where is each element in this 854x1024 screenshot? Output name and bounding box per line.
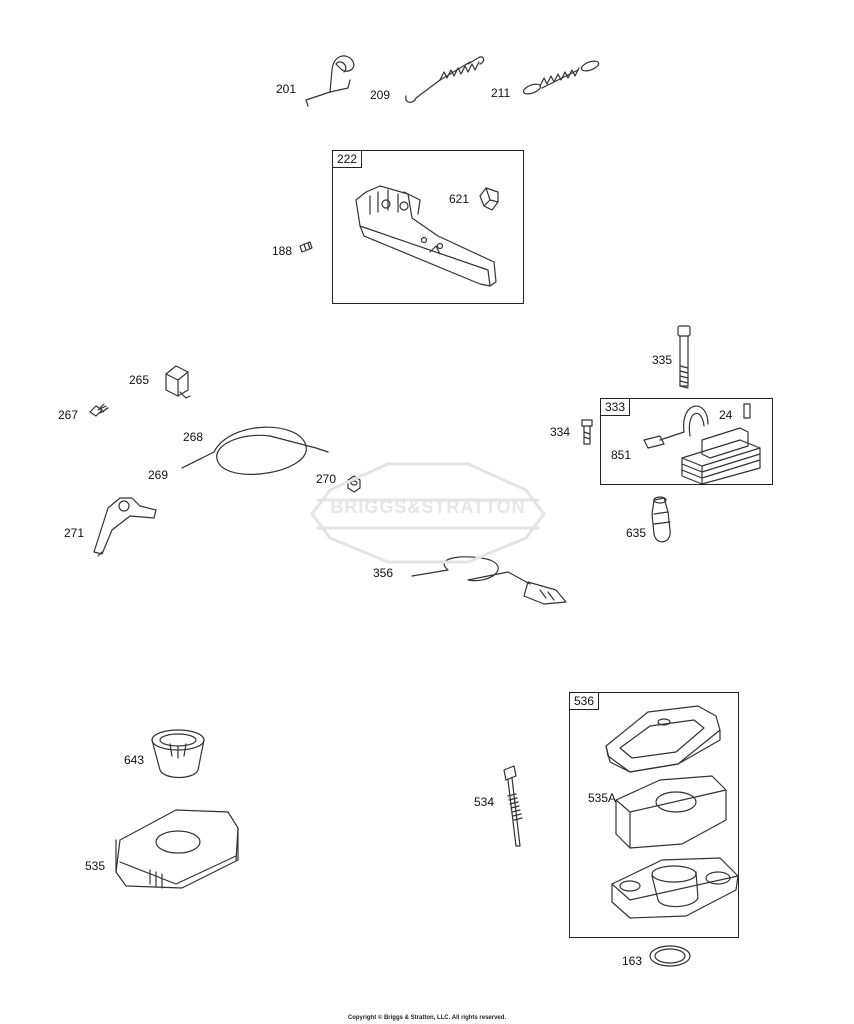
part-267-screw-icon <box>89 403 109 417</box>
box-536-label: 536 <box>570 693 600 710</box>
box-333-label: 333 <box>601 399 631 416</box>
part-label-271: 271 <box>64 526 85 540</box>
part-536-base-icon <box>611 857 739 919</box>
part-333-ignition-coil-icon <box>643 403 761 485</box>
part-label-535a: 535A <box>588 791 617 805</box>
part-621-clip-icon <box>479 187 499 211</box>
part-label-188: 188 <box>272 244 293 258</box>
part-label-270: 270 <box>316 472 337 486</box>
part-643-collar-icon <box>151 729 205 779</box>
part-201-link-icon <box>305 55 355 107</box>
watermark-text: BRIGGS&STRATTON <box>330 497 526 517</box>
part-label-201: 201 <box>276 82 297 96</box>
part-label-356: 356 <box>373 566 394 580</box>
box-222-frame <box>332 150 524 304</box>
part-265-block-icon <box>165 365 191 399</box>
part-label-267: 267 <box>58 408 79 422</box>
part-211-spring-icon <box>522 60 600 95</box>
part-335-bolt-icon <box>677 325 691 389</box>
part-270-nut-icon <box>347 475 361 493</box>
copyright-notice: Copyright © Briggs & Stratton, LLC. All … <box>347 1015 507 1021</box>
part-536-cover-icon <box>605 705 721 773</box>
part-label-635: 635 <box>626 526 647 540</box>
part-356-wire-icon <box>411 556 567 605</box>
part-label-24: 24 <box>719 408 733 422</box>
part-label-334: 334 <box>550 425 571 439</box>
part-535a-element-icon <box>615 775 727 849</box>
part-label-211: 211 <box>491 86 511 100</box>
part-label-535: 535 <box>85 859 106 873</box>
part-334-screw-icon <box>581 419 593 445</box>
part-163-gasket-icon <box>649 945 691 967</box>
part-222-control-bracket-icon <box>355 185 497 287</box>
box-333-frame <box>600 398 773 485</box>
part-label-335: 335 <box>652 353 673 367</box>
briggs-stratton-watermark-logo-icon <box>310 462 546 564</box>
box-222-label: 222 <box>333 151 363 168</box>
part-label-643: 643 <box>124 753 145 767</box>
part-188-screw-icon <box>299 241 313 253</box>
part-635-boot-icon <box>651 496 671 543</box>
part-label-621: 621 <box>449 192 470 206</box>
part-label-851: 851 <box>611 448 632 462</box>
part-label-163: 163 <box>622 954 643 968</box>
box-536-frame <box>569 692 739 938</box>
part-label-209: 209 <box>370 88 391 102</box>
part-label-269: 269 <box>148 468 169 482</box>
part-label-265: 265 <box>129 373 150 387</box>
part-209-spring-icon <box>405 56 485 103</box>
part-label-268: 268 <box>183 430 204 444</box>
part-534-bolt-icon <box>503 765 523 847</box>
part-271-lever-icon <box>93 497 157 557</box>
part-label-534: 534 <box>474 795 495 809</box>
part-268-269-cable-icon <box>181 426 329 475</box>
part-535-filter-icon <box>115 809 239 889</box>
